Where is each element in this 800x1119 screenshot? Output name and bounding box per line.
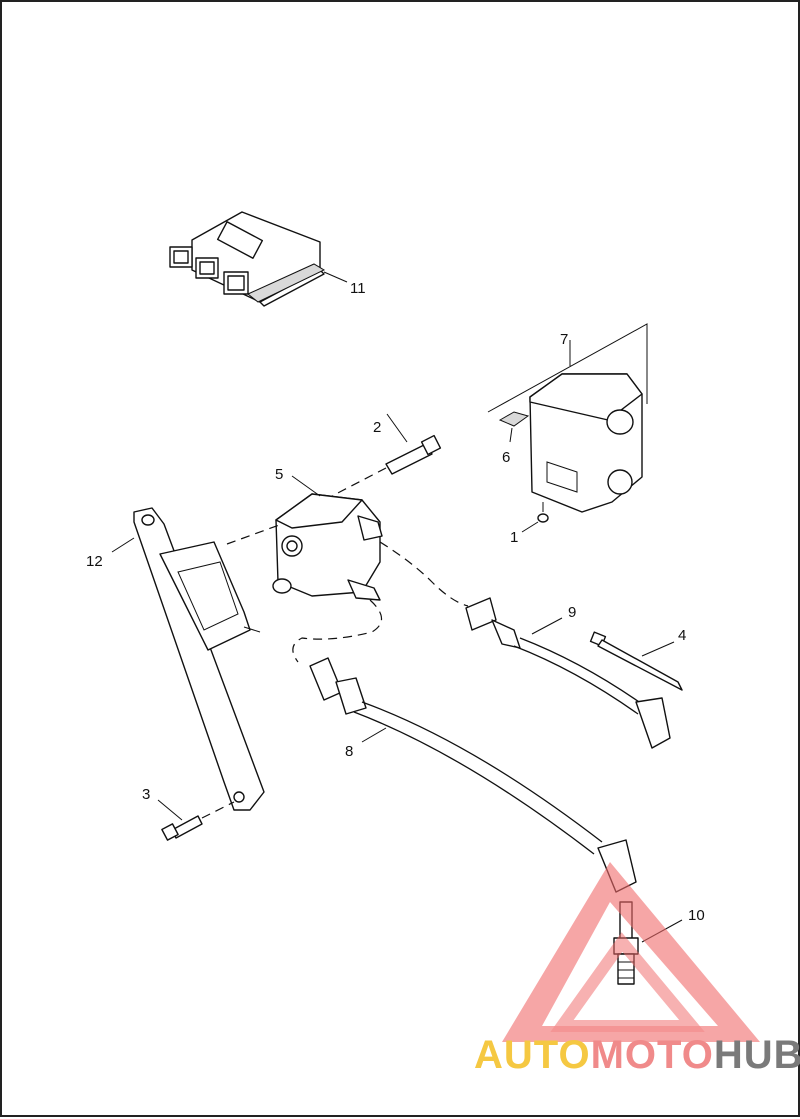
cable-tie bbox=[589, 631, 683, 691]
callout-3: 3 bbox=[142, 786, 150, 803]
spark-plug-wire-rear bbox=[379, 541, 671, 749]
callout-9: 9 bbox=[568, 604, 576, 621]
callout-5: 5 bbox=[275, 466, 283, 483]
mounting-bracket bbox=[111, 507, 283, 811]
callout-7: 7 bbox=[560, 331, 568, 348]
watermark-text: AUTOMOTOHUB bbox=[474, 1033, 800, 1077]
watermark-part1: AUTO bbox=[474, 1033, 591, 1077]
pad bbox=[498, 411, 530, 443]
callout-11: 11 bbox=[350, 280, 366, 297]
screw-small bbox=[521, 502, 549, 533]
bolt-short bbox=[157, 799, 235, 841]
ignition-coil bbox=[272, 475, 383, 601]
control-module bbox=[169, 211, 348, 307]
callout-2: 2 bbox=[373, 419, 381, 436]
bolt-long bbox=[331, 413, 442, 497]
svg-text:AUTOMOTOHUB: AUTOMOTOHUB bbox=[474, 1033, 800, 1077]
callout-1: 1 bbox=[510, 529, 518, 546]
coil-cover bbox=[487, 323, 648, 513]
callout-4: 4 bbox=[678, 627, 686, 644]
watermark-part3: HUB bbox=[714, 1033, 800, 1077]
callout-8: 8 bbox=[345, 743, 353, 760]
callout-12: 12 bbox=[86, 553, 103, 570]
spark-plug-wire-front bbox=[292, 599, 637, 893]
callout-6: 6 bbox=[502, 449, 510, 466]
watermark-logo bbox=[502, 862, 760, 1042]
watermark-part2: MOTO bbox=[591, 1033, 714, 1077]
callout-10: 10 bbox=[688, 907, 705, 924]
